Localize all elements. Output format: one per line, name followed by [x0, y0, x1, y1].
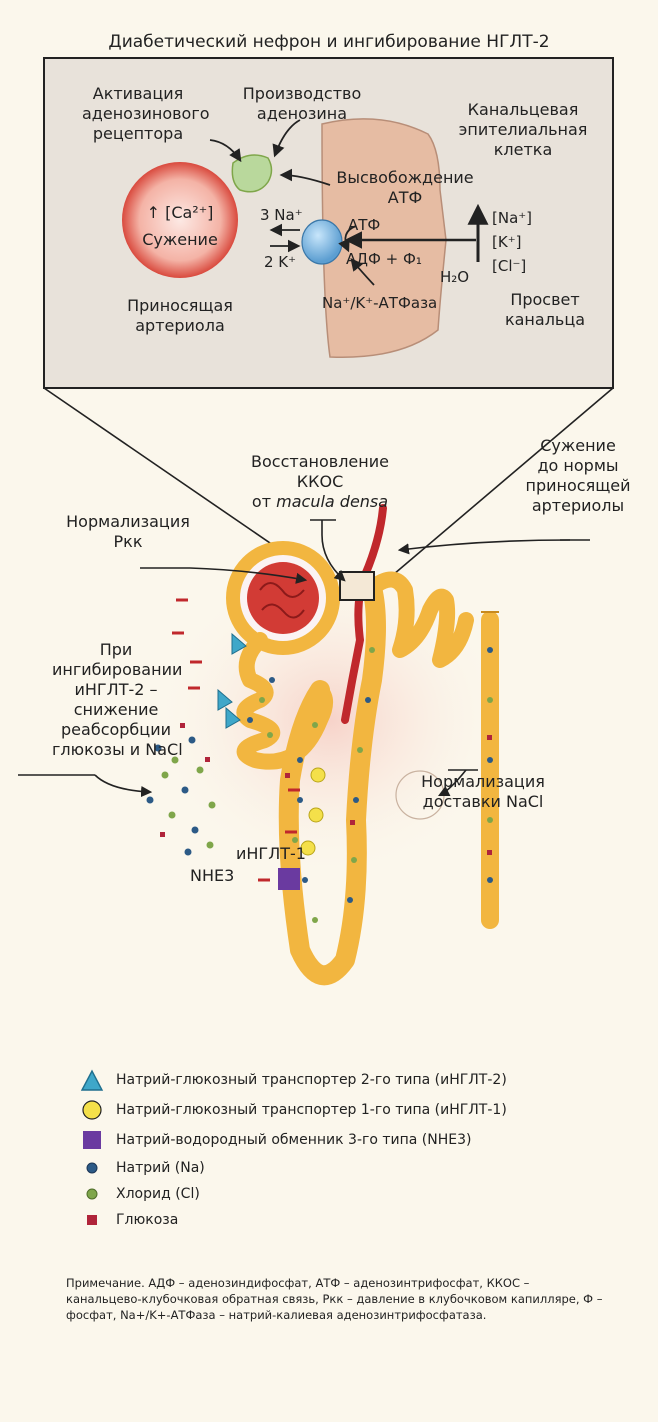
label-adenosine-production: Производство аденозина — [242, 84, 362, 124]
label-arteriole-ca: ↑ [Ca²⁺] — [130, 203, 230, 223]
label-arteriole-constriction: Сужение — [130, 230, 230, 250]
legend-item: Натрий-водородный обменник 3-го типа (NH… — [78, 1128, 471, 1152]
label-tubular-cell: Канальцевая эпителиальная клетка — [452, 100, 594, 160]
nhe3-icon — [278, 868, 300, 890]
triangle-icon — [78, 1068, 106, 1092]
label-nacl-delivery: Нормализация доставки NaCl — [408, 772, 558, 812]
legend-item: Глюкоза — [78, 1208, 178, 1232]
legend-item: Хлорид (Cl) — [78, 1182, 200, 1206]
label-lumen: Просвет канальца — [490, 290, 600, 330]
label-normalization-pgc: Нормализация Ркк — [66, 512, 190, 552]
legend-item: Натрий (Na) — [78, 1156, 205, 1180]
label-k2: 2 K⁺ — [264, 253, 296, 272]
label-adenosine-receptor-activation: Активация аденозинового рецептора — [82, 84, 194, 144]
na-k-pump-icon — [302, 220, 342, 264]
sglt1-icon — [309, 808, 323, 822]
macula-densa-box — [340, 572, 374, 600]
label-atpase: Na⁺/K⁺-АТФаза — [322, 294, 437, 313]
sodium-dot-icon — [78, 1156, 106, 1180]
legend-item: Натрий-глюкозный транспортер 2-го типа (… — [78, 1068, 507, 1092]
label-constriction-normal: Сужение до нормы приносящей артериолы — [520, 436, 636, 516]
legend-item: Натрий-глюкозный транспортер 1-го типа (… — [78, 1098, 507, 1122]
label-atp-release: Высвобождение АТФ — [330, 168, 480, 208]
label-sglt1: иНГЛТ-1 — [236, 844, 306, 864]
label-sglt2-inhibition: При ингибировании иНГЛТ-2 – снижение реа… — [52, 640, 180, 760]
label-nhe3: NHE3 — [190, 866, 234, 886]
label-tgf-restore: Восстановление ККОС от macula densa — [240, 452, 400, 512]
label-afferent-arteriole: Приносящая артериола — [110, 296, 250, 336]
sglt1-icon — [311, 768, 325, 782]
purple-square-icon — [78, 1128, 106, 1152]
glucose-square-icon — [78, 1208, 106, 1232]
yellow-circle-icon — [78, 1098, 106, 1122]
label-adp-p: АДФ + Ф₁ — [346, 250, 422, 269]
label-h2o: H₂O — [440, 268, 469, 287]
chloride-dot-icon — [78, 1182, 106, 1206]
label-na3: 3 Na⁺ — [260, 206, 303, 225]
label-lumen-ions: [Na⁺] [K⁺] [Cl⁻] — [492, 206, 532, 278]
label-atp: АТФ — [348, 216, 380, 235]
footnote: Примечание. АДФ – аденозиндифосфат, АТФ … — [66, 1275, 606, 1323]
